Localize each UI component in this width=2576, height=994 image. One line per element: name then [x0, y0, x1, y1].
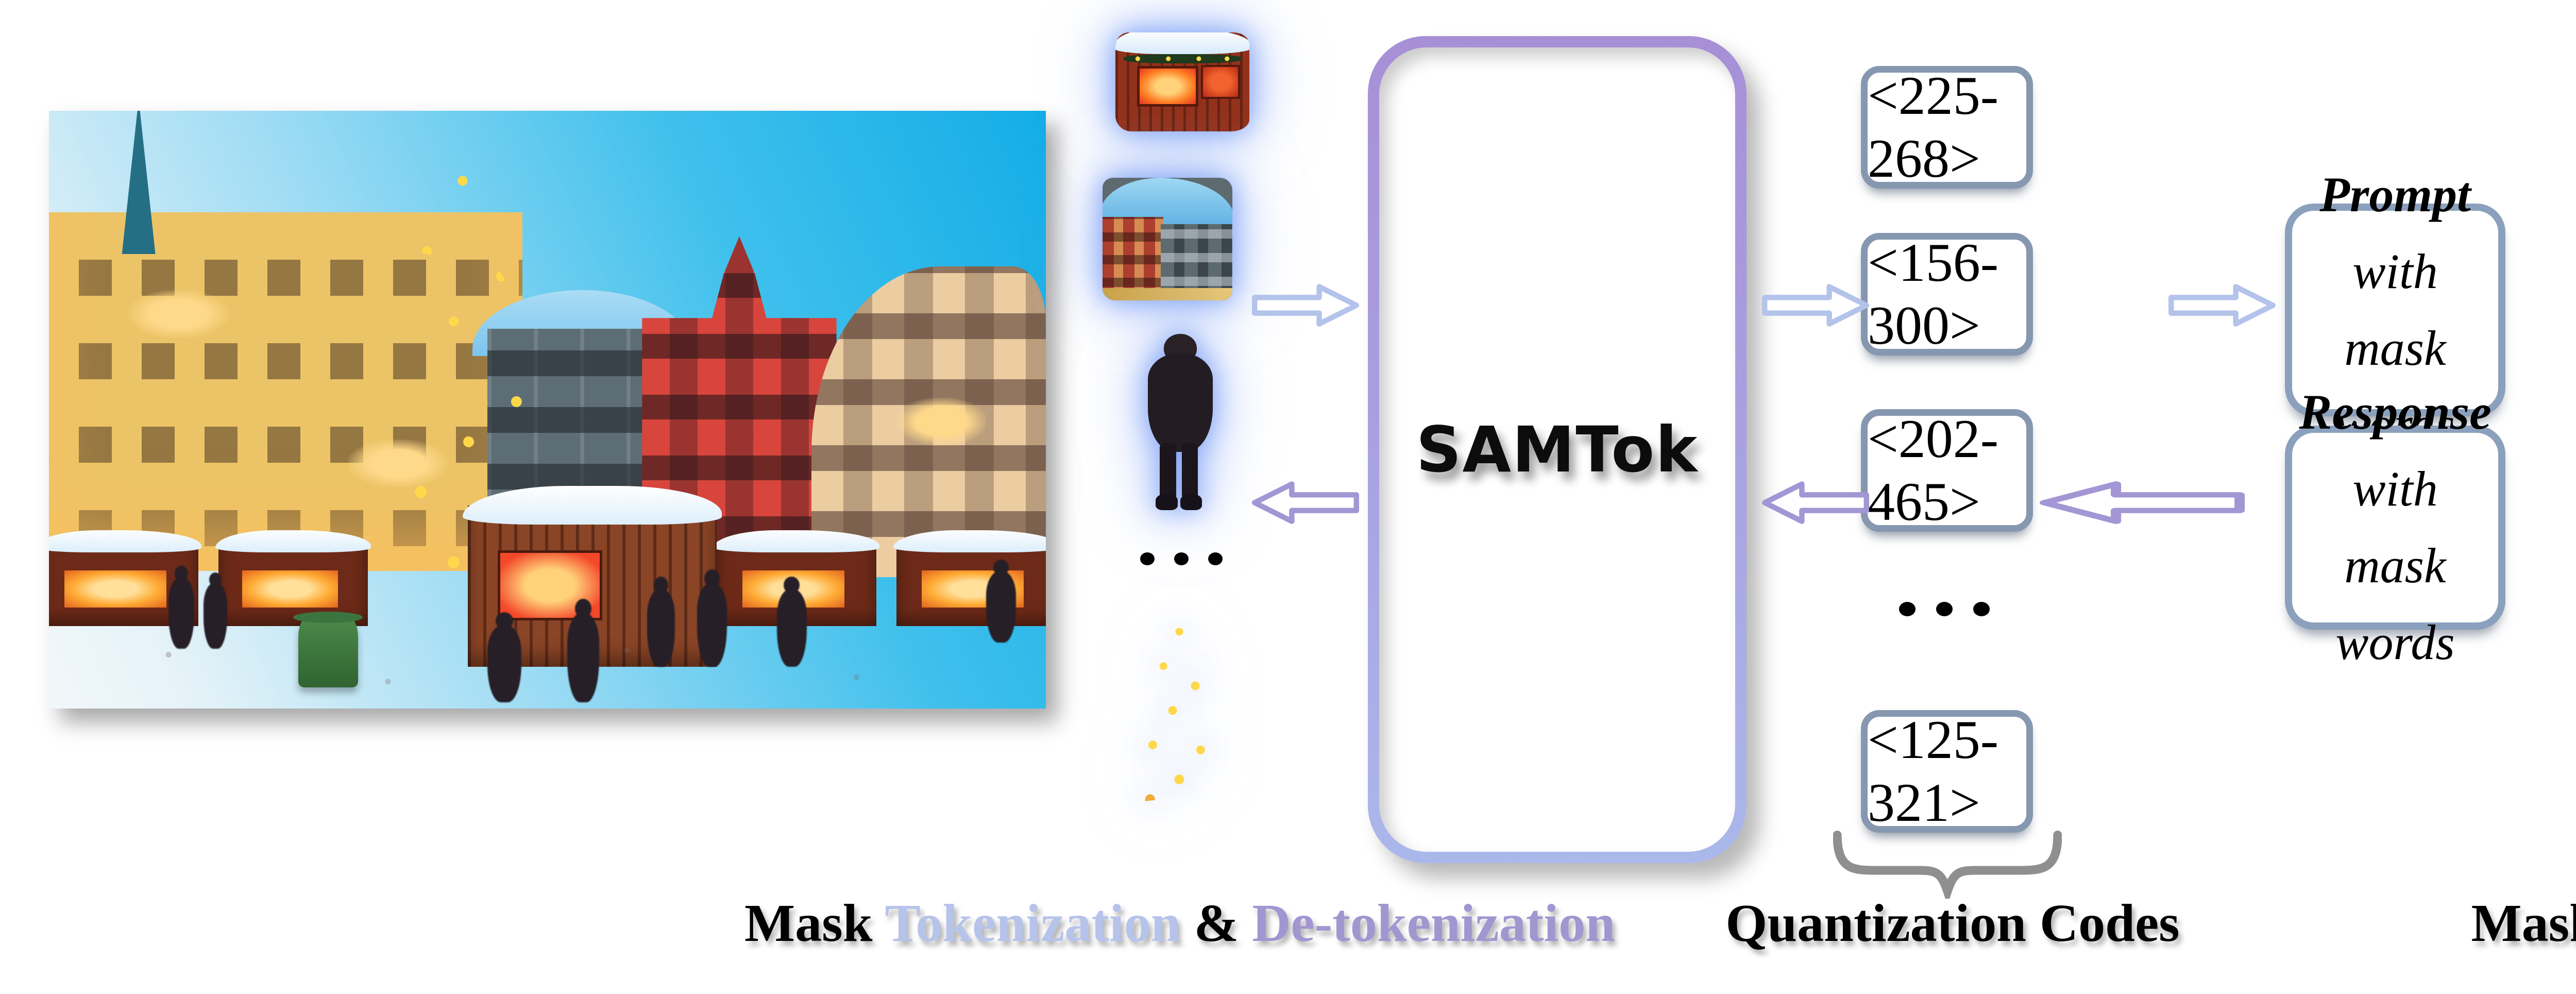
samtok-box-inner: SAMTok: [1379, 47, 1735, 852]
snow-ground: [49, 619, 1046, 709]
response-word: Response: [2299, 384, 2492, 440]
samtok-label: SAMTok: [1416, 413, 1699, 486]
person-leg: [1181, 443, 1198, 500]
person-body: [1147, 353, 1213, 452]
dot: [1936, 602, 1953, 616]
prompt-with-mask-words-box: Prompt with mask words: [2285, 167, 2505, 452]
snow-roof: [1115, 32, 1249, 55]
under-brace-icon: [1833, 831, 2062, 899]
quantization-codes-caption: Quantization Codes: [1725, 894, 2180, 953]
arrow-left-icon: [2039, 481, 2245, 524]
prompt-with-mask-words-text: Prompt with mask words: [2292, 157, 2498, 463]
code-box-1: <225-268>: [1861, 65, 2033, 189]
garland: [1123, 54, 1242, 63]
glowing-window: [1201, 65, 1240, 99]
code-value: <225-268>: [1868, 65, 1999, 189]
code-value: <156-300>: [1868, 232, 1999, 356]
code-value: <202-465>: [1868, 409, 1999, 532]
caption-amp: &: [1180, 894, 1252, 953]
person-silhouette: [203, 572, 228, 649]
mask-crop-building: [1103, 178, 1232, 300]
mask-crop-tree: [1113, 607, 1246, 853]
caption-mask: Mask: [744, 894, 885, 953]
response-line2: mask words: [2335, 538, 2455, 670]
prompt-rest: with: [2352, 243, 2438, 299]
dot: [1140, 552, 1155, 565]
person-silhouette: [697, 569, 727, 667]
ellipsis-icon: [1899, 599, 1990, 619]
stall-segment: [1115, 32, 1249, 131]
ellipsis-icon: [1140, 549, 1228, 568]
arrow-right-icon: [1251, 284, 1360, 327]
code-box-2: <156-300>: [1861, 232, 2033, 356]
dot: [1973, 602, 1990, 616]
caption-tokenization: Tokenization: [885, 894, 1181, 953]
person-silhouette: [776, 576, 807, 667]
glowing-window: [1137, 66, 1198, 107]
person-leg: [1160, 443, 1177, 500]
lit-window: [896, 397, 986, 446]
arrow-right-icon: [1761, 284, 1870, 327]
code-box-3: <202-465>: [1861, 409, 2033, 532]
prompt-word: Prompt: [2319, 166, 2471, 222]
arrow-right-icon: [2168, 284, 2276, 327]
person-boot: [1180, 494, 1202, 510]
samtok-box: SAMTok: [1368, 36, 1747, 863]
person-boot: [1156, 494, 1178, 510]
tokenization-caption: Mask Tokenization & De-tokenization: [690, 892, 1669, 954]
lit-window: [128, 290, 229, 338]
dot: [1208, 552, 1223, 565]
code-value: <125-321>: [1868, 710, 1999, 833]
market-stall: [893, 530, 1046, 626]
gray-facade: [1161, 224, 1232, 300]
code-box-4: <125-321>: [1861, 710, 2033, 833]
mask-generation-caption: Mask Generation: [2471, 894, 2576, 953]
person-silhouette: [487, 612, 522, 703]
green-bin: [293, 611, 363, 688]
tree-segment: [1121, 607, 1240, 853]
red-facade: [1103, 217, 1164, 300]
person-silhouette: [986, 559, 1016, 643]
person-silhouette: [567, 598, 600, 703]
mask-crop-person: [1146, 334, 1214, 510]
response-with-mask-words-text: Response with mask words: [2292, 374, 2498, 681]
caption-detokenization: De-tokenization: [1252, 894, 1616, 953]
christmas-market-photo: [49, 111, 1046, 709]
response-rest: with: [2352, 461, 2438, 517]
response-with-mask-words-box: Response with mask words: [2285, 384, 2505, 670]
dot: [1899, 602, 1916, 616]
person-silhouette: [168, 565, 195, 649]
dot: [1174, 552, 1189, 565]
building-segment: [1103, 178, 1232, 300]
arrow-left-icon: [1251, 481, 1360, 524]
mask-crop-stall: [1115, 32, 1249, 131]
arrow-left-icon: [1761, 481, 1870, 524]
lit-base: [1103, 288, 1232, 300]
person-silhouette: [647, 576, 675, 667]
